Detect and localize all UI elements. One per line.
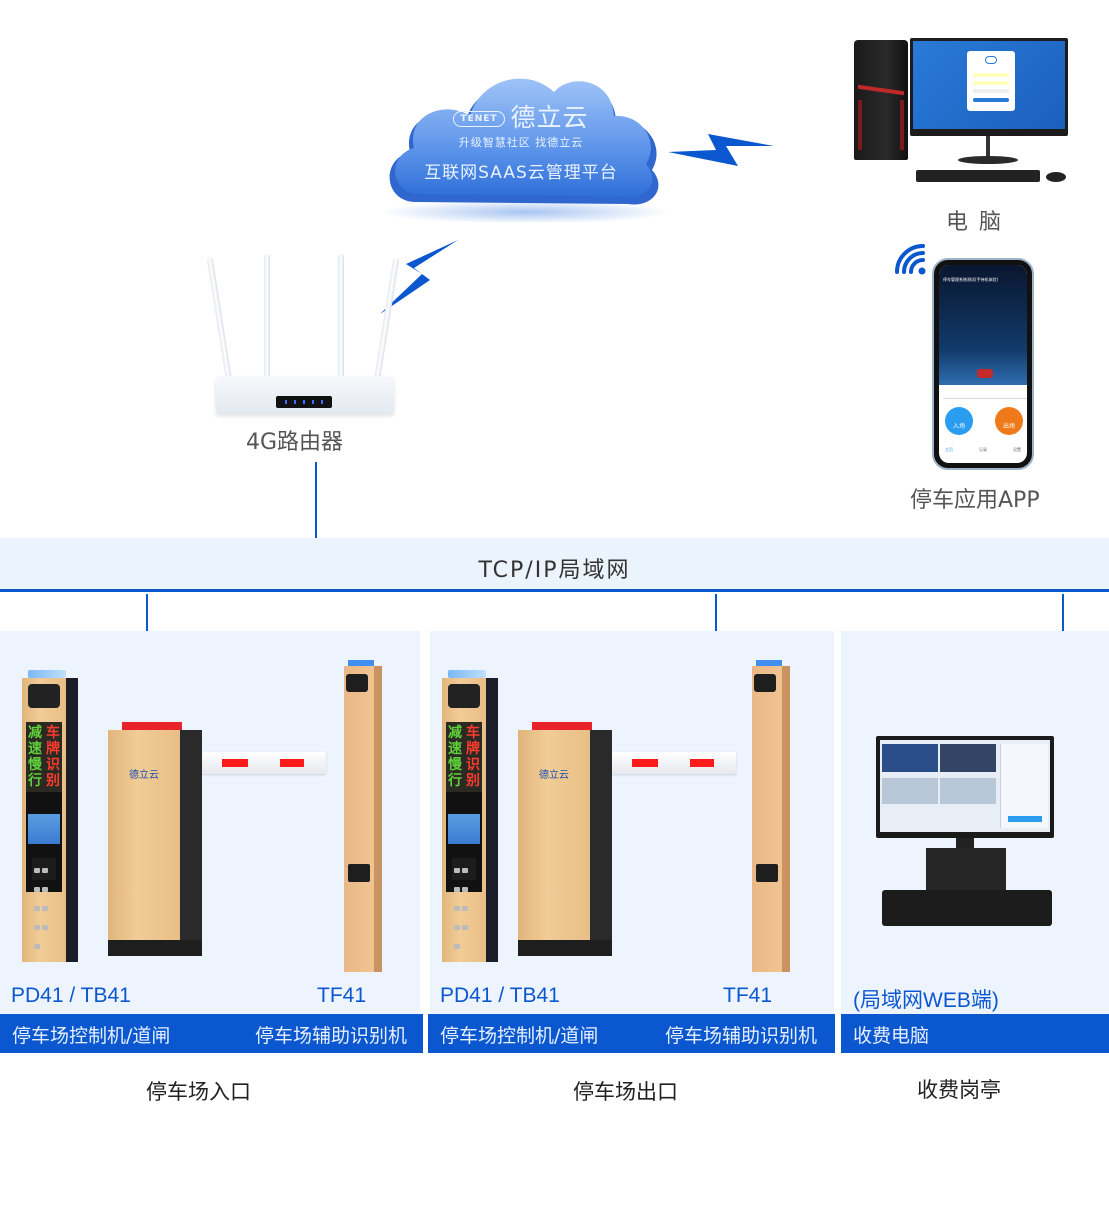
lightning-icon [668,134,774,166]
tab-settings[interactable]: 设置 [1013,447,1021,452]
desktop-computer [852,38,1072,188]
entrance-recognizer-desc: 停车场辅助识别机 [255,1025,408,1047]
keyboard-icon [882,890,1052,926]
tab-records[interactable]: 记录 [979,447,987,452]
app-title: 停车管理系统测试(手持机体验) [943,277,999,282]
brand-logo: 德立云 [129,770,159,781]
car-icon [977,369,993,378]
camera-icon [448,684,480,708]
tenet-logo: TENET [453,111,505,127]
camera-icon [28,684,60,708]
exit-title: 停车场出口 [573,1080,678,1104]
exit-button[interactable]: 出场 [995,407,1023,435]
tf41-recognizer [752,660,790,972]
booth-computer [874,736,1056,932]
barrier-arm [202,752,326,774]
light-array [756,864,778,882]
router-status-leds [276,396,332,408]
pd41-controller: 减速慢行 车牌识别 [440,670,500,964]
cloud-title: 互联网SAAS云管理平台 [424,163,618,183]
antenna [206,257,232,381]
led-display: 减速慢行 车牌识别 [446,722,482,792]
antenna [264,254,270,382]
computer-label: 电 脑 [946,210,1003,235]
lcd-screen [448,814,480,844]
lan-label: TCP/IP局域网 [478,558,631,583]
cloud-slogan: 升级智慧社区 找德立云 [458,136,584,149]
lcd-screen [28,814,60,844]
router-body [216,376,394,414]
exit-recognizer-desc: 停车场辅助识别机 [665,1025,818,1047]
booth-drop-line [1062,594,1064,632]
booth-desc-band [841,1014,1109,1053]
entrance-recognizer-model: TF41 [317,984,367,1007]
keyboard-icon [916,170,1040,182]
exit-controller-desc: 停车场控制机/道闸 [440,1025,599,1047]
cloud-brand: TENET 德立云 [376,98,666,134]
wifi-icon [895,244,926,275]
router-4g [206,252,400,422]
cloud-brand-name: 德立云 [510,103,589,132]
smartphone: 停车管理系统测试(手持机体验) 入场 出场 主页 记录 设置 [932,258,1034,470]
enter-button[interactable]: 入场 [945,407,973,435]
barrier-arm [612,752,736,774]
entrance-controller-model: PD41 / TB41 [11,984,131,1007]
exit-desc-band [428,1014,835,1053]
light-array [348,864,370,882]
booth-title: 收费岗亭 [917,1078,1001,1102]
pc-monitor [910,38,1068,136]
booth-computer-model: (局域网WEB端) [853,989,999,1012]
led-display: 减速慢行 车牌识别 [26,722,62,792]
exit-drop-line [715,594,717,632]
router-uplink-line [315,462,317,538]
exit-recognizer-model: TF41 [723,984,773,1007]
camera-icon [754,674,776,692]
exit-controller-model: PD41 / TB41 [440,984,560,1007]
camera-icon [346,674,368,692]
router-label: 4G路由器 [246,430,344,455]
mini-pc [926,848,1006,898]
mouse-icon [1046,172,1066,182]
tab-home[interactable]: 主页 [945,447,953,452]
pc-tower [854,40,908,160]
tb41-barrier-gate: 德立云 [518,722,612,956]
entrance-desc-band [0,1014,423,1053]
booth-computer-desc: 收费电脑 [853,1025,930,1047]
keypad [452,858,476,949]
tf41-recognizer [344,660,382,972]
cloud-icon [381,78,666,222]
antenna [338,254,344,382]
antenna [374,257,400,381]
entrance-controller-desc: 停车场控制机/道闸 [12,1025,171,1047]
tb41-barrier-gate: 德立云 [108,722,202,956]
lan-bus [0,538,1109,592]
lightning-icon [380,240,458,314]
pd41-controller: 减速慢行 车牌识别 [20,670,80,964]
login-window [967,51,1015,111]
booth-monitor [876,736,1054,838]
entrance-title: 停车场入口 [146,1080,251,1104]
cloud-platform: TENET 德立云 升级智慧社区 找德立云 互联网SAAS云管理平台 [376,62,666,222]
mobile-app-label: 停车应用APP [910,488,1040,513]
keypad [32,858,56,949]
entrance-drop-line [146,594,148,632]
brand-logo: 德立云 [539,770,569,781]
app-hero-image: 停车管理系统测试(手持机体验) [939,265,1027,385]
